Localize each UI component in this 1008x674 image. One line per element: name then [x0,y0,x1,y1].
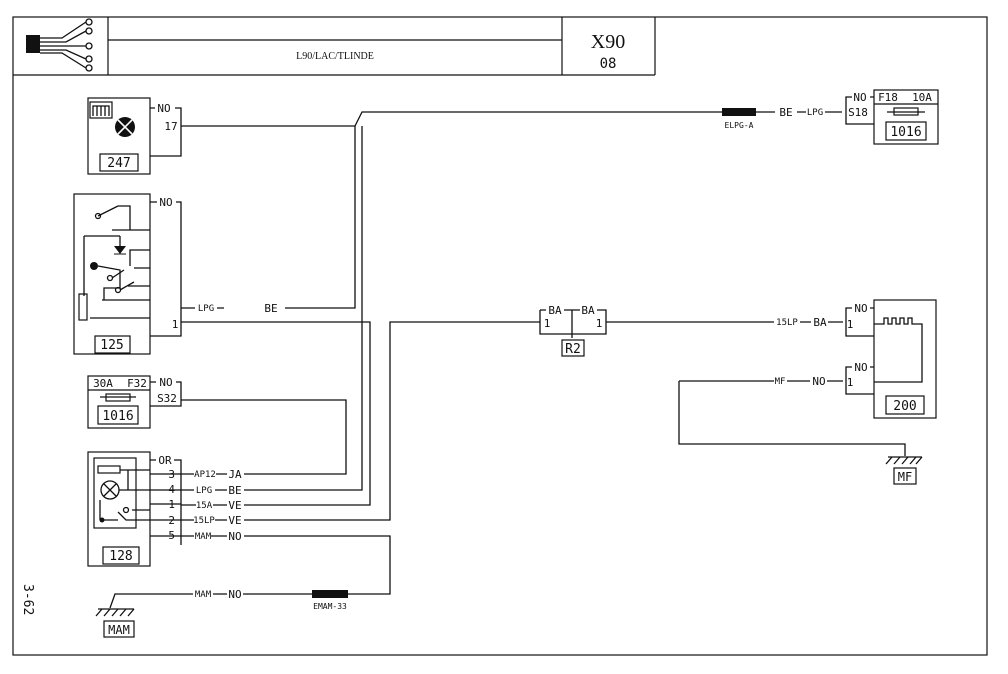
component-r2: BA BA 1 1 R2 [539,304,607,357]
wire-color: BE [779,106,792,119]
connector-elpg-label: ELPG-A [725,121,754,130]
wire-labels: LPG BE AP12 JA LPG BE 15A VE 15LP VE MAM… [193,106,827,601]
diagram-code: X90 [591,31,625,53]
r2-id: R2 [565,342,581,357]
wire-color: BA [813,316,827,329]
component-1016-right: F18 10A 1016 NO S18 [845,89,939,145]
wire-color: VE [228,514,241,527]
pin-128-e: 5 [168,529,175,542]
diagram-title: L90/LAC/TLINDE [296,51,374,62]
component-247-color: NO [157,102,170,115]
ground-mf-label: MF [898,470,912,484]
component-200: NO 1 NO 1 200 [845,299,937,419]
component-200-pin-top: 1 [847,318,854,331]
side-label: 3-62 [20,584,35,615]
component-247-pin: 17 [164,120,177,133]
connector-emam-label: EMAM-33 [313,602,347,611]
fuse-id-left: F32 [127,377,147,390]
component-1016-right-slot: S18 [848,106,868,119]
relay-switch-icon [78,205,150,321]
component-125-id: 125 [100,338,123,353]
wire-code: 15LP [193,516,215,526]
component-125-color: NO [159,196,172,209]
wire-code: 15A [196,501,213,511]
component-1016-left: 30A F32 1016 NO S32 [87,375,182,429]
diagram-code-sub: 08 [600,56,617,72]
ground-mam-label: MAM [108,623,130,637]
component-128-id: 128 [109,549,132,564]
wire-color: JA [228,468,242,481]
component-200-color-bottom: NO [854,361,867,374]
harness-logo [26,18,93,72]
pin-128-b: 4 [168,483,175,496]
wire-lines [109,111,906,609]
component-1016-right-color: NO [853,91,866,104]
pulse-signal-icon [874,317,923,383]
wire-code: LPG [807,108,823,118]
wire-code: LPG [196,486,212,496]
component-1016-left-slot: S32 [157,392,177,405]
wire-color: NO [228,588,241,601]
component-247-id: 247 [107,156,130,171]
component-1016-left-color: NO [159,376,172,389]
connector-elpg: ELPG-A [722,108,756,130]
component-200-id: 200 [893,399,916,414]
component-128-color: OR [158,454,172,467]
r2-pin-right: 1 [596,317,603,330]
pin-128-c: 1 [168,498,175,511]
wire-code: 15LP [776,318,798,328]
fuse-rating-left: 30A [93,377,113,390]
component-125: NO 1 125 [73,193,182,355]
ground-mf: MF [885,456,923,485]
component-200-color-top: NO [854,302,867,315]
component-128: OR 128 3 4 1 2 5 [87,451,182,567]
wire-code: MF [775,377,786,387]
connector-emam: EMAM-33 [312,590,348,611]
wire-color: BE [228,484,241,497]
wire-code: MAM [195,590,212,600]
fuse-id-right: F18 [878,91,898,104]
ground-mam: MAM [95,608,135,638]
component-125-pin: 1 [172,318,179,331]
pin-128-a: 3 [168,468,175,481]
component-1016-left-id: 1016 [102,409,133,424]
wire-color: NO [812,375,825,388]
wire-color: VE [228,499,241,512]
fuse-rating-right: 10A [912,91,932,104]
component-1016-right-id: 1016 [890,125,921,140]
r2-pin-left: 1 [544,317,551,330]
wire-code: LPG [198,304,214,314]
wire-color: NO [228,530,241,543]
wire-code: MAM [195,532,212,542]
page-frame [12,16,988,656]
component-200-pin-bottom: 1 [847,376,854,389]
title-block: L90/LAC/TLINDE X90 08 [13,17,656,76]
wire-code: AP12 [194,470,216,480]
r2-color-right: BA [581,304,595,317]
r2-color-left: BA [548,304,562,317]
wire-color: BE [264,302,277,315]
pin-128-d: 2 [168,514,175,527]
component-247: 247 NO 17 [87,97,182,175]
